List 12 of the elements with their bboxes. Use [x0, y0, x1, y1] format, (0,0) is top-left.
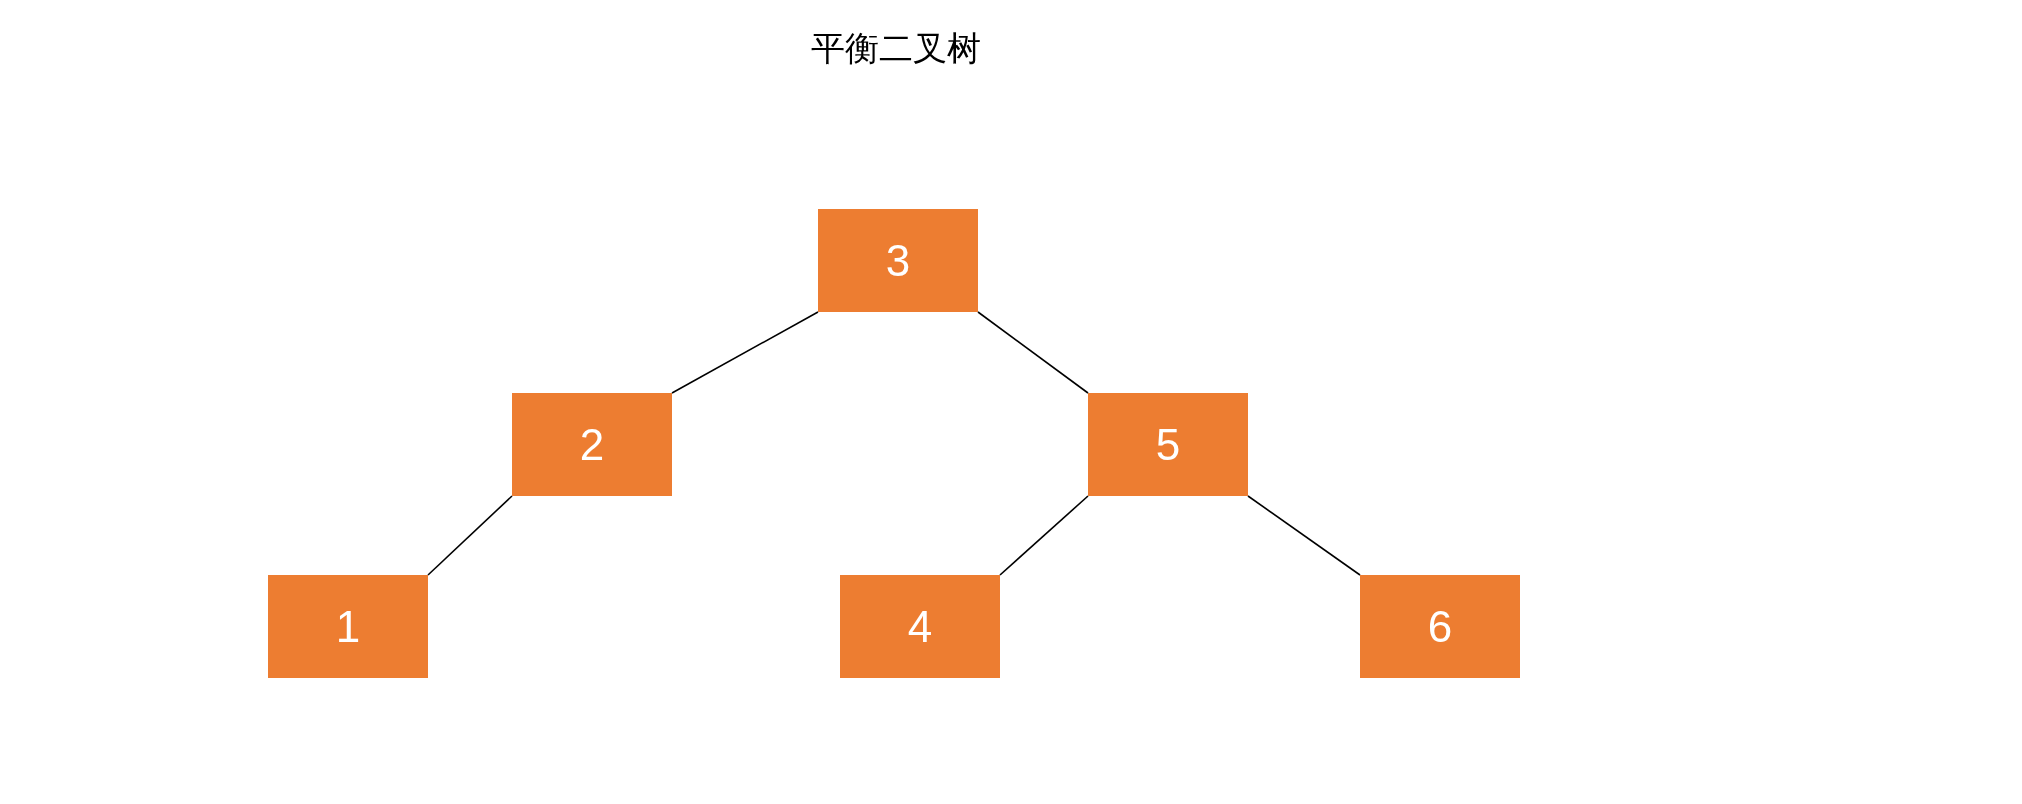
connector-line: [977, 311, 1089, 394]
connector-line: [427, 495, 513, 576]
tree-node: 3: [818, 209, 978, 312]
title: 平衡二叉树: [810, 27, 982, 70]
tree-node: 2: [512, 393, 672, 496]
tree-node: 6: [1360, 575, 1520, 678]
connector-line: [999, 495, 1089, 576]
connector-line: [1247, 495, 1361, 576]
tree-node: 4: [840, 575, 1000, 678]
tree-node: 5: [1088, 393, 1248, 496]
connector-line: [671, 311, 819, 394]
tree-node: 1: [268, 575, 428, 678]
